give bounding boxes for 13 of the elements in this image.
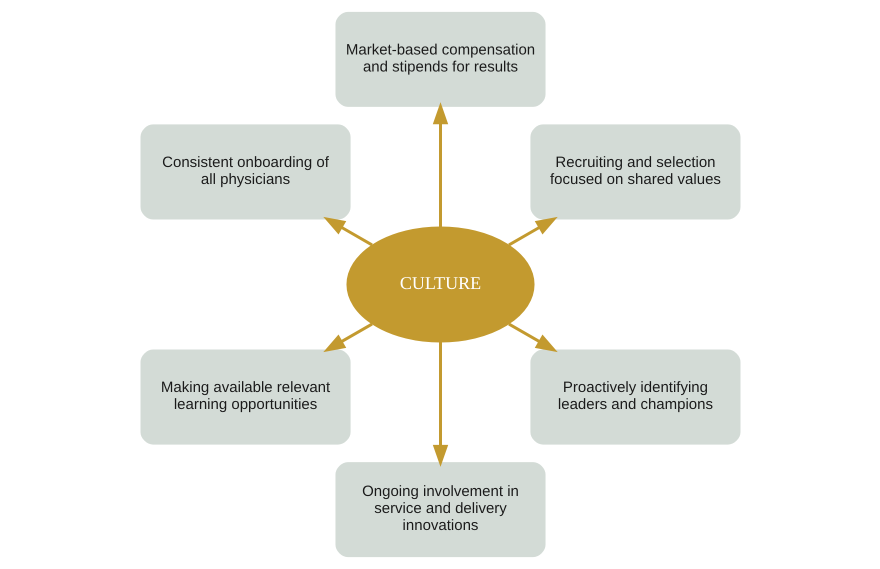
arrow xyxy=(432,102,448,227)
arrow xyxy=(322,322,372,352)
node-box: Recruiting and selection focused on shared values xyxy=(530,124,740,220)
arrow xyxy=(322,216,372,246)
node-box: Ongoing involvement in service and delivery innovations xyxy=(334,462,546,558)
node-box: Market-based compensation and stipends for results xyxy=(334,12,546,107)
arrow xyxy=(432,342,448,467)
node-box: Making available relevant learning opportunities xyxy=(140,350,350,445)
node-box: Proactively identifying leaders and champions xyxy=(530,350,740,445)
arrow xyxy=(508,322,558,352)
arrow xyxy=(508,216,558,246)
node-box: Consistent onboarding of all physicians xyxy=(140,124,350,220)
node-ellipse: CULTURE xyxy=(346,226,534,343)
